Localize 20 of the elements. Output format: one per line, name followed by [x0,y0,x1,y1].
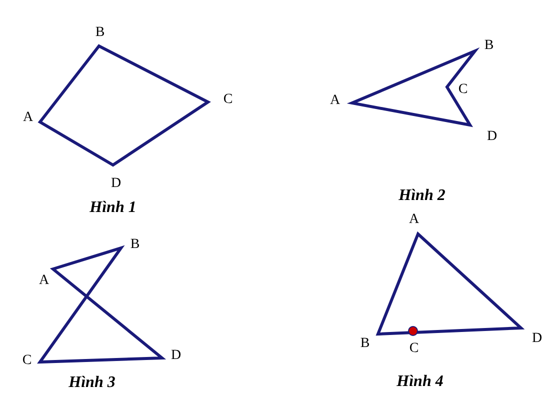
figure-caption: Hình 1 [90,200,136,216]
vertex-label: C [409,342,419,356]
vertex-label: C [223,93,233,107]
vertex-label: D [532,332,542,346]
vertex-label: A [330,94,340,108]
figure-caption: Hình 3 [68,375,116,391]
vertex-label: B [95,26,105,40]
figure-caption: Hình 2 [398,188,446,204]
vertex-label: B [484,39,494,53]
vertex-label: C [22,354,32,368]
vertex-label: C [458,83,468,97]
vertex-label: A [408,213,420,227]
vertex-label: D [486,130,498,144]
vertex-label: B [360,337,370,351]
figure-caption: Hình 4 [396,374,444,390]
vertex-label: A [22,111,34,125]
vertex-label: B [130,238,140,252]
vertex-label: D [170,349,182,363]
vertex-label: A [38,274,50,288]
vertex-label: D [110,177,122,191]
